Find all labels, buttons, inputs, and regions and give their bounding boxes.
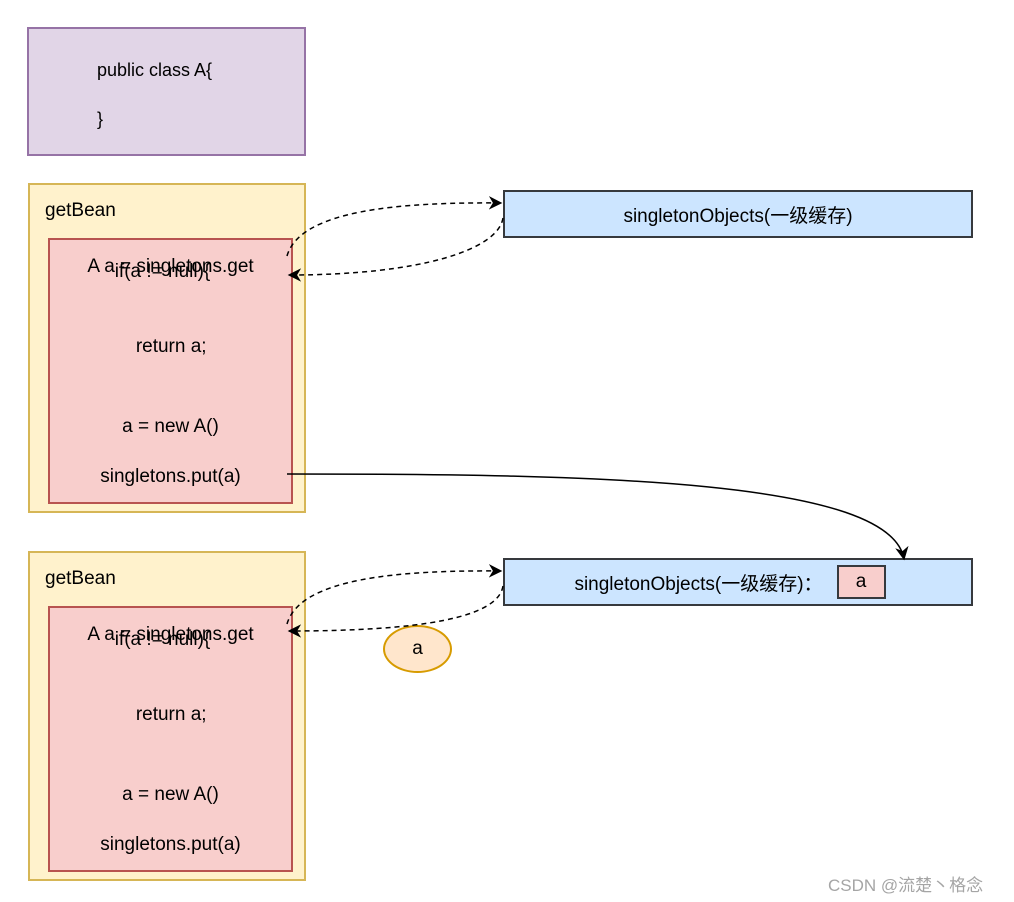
returned-instance-label: a [412,638,423,659]
class-closing-brace: } [97,109,104,129]
step-cache-lookup-text: A a = singletons.get [87,623,254,645]
getbean-container-1: getBean A a = singletons.get if(a != nul… [28,183,306,513]
singleton-cache-populated: singletonObjects(一级缓存)： a [503,558,973,606]
class-definition-box: public class A{ } [27,27,306,156]
cache-label: singletonObjects(一级缓存)： [574,573,823,595]
lookup-response-arrow-1 [287,217,504,282]
step-cache-put: singletons.put(a) [48,452,293,504]
lookup-request-arrow-1 [286,196,503,257]
step-cache-lookup: A a = singletons.get [48,606,293,663]
singleton-cache-empty: singletonObjects(一级缓存) [503,190,973,238]
step-cache-lookup-text: A a = singletons.get [87,255,254,277]
step-instantiate-text: a = new A() [122,783,219,805]
cached-instance: a [836,565,886,599]
null-check-line: return a; [114,335,207,357]
step-cache-put-text: singletons.put(a) [100,466,241,487]
lookup-request-arrow-2 [286,564,503,625]
store-instance-arrow [286,473,909,561]
cache-label: singletonObjects(一级缓存) [623,205,853,227]
null-check-line: return a; [114,703,207,725]
null-check-line: if(a != null){ [114,628,211,650]
class-declaration-line: public class A{ [97,60,213,80]
returned-instance-bubble: a [383,625,452,673]
step-instantiate: a = new A() [48,769,293,822]
step-instantiate-text: a = new A() [122,415,219,437]
getbean-container-2: getBean A a = singletons.get if(a != nul… [28,551,306,881]
step-null-check: if(a != null){ return a; } [48,261,293,432]
getbean-label: getBean [45,200,116,221]
step-cache-lookup: A a = singletons.get [48,238,293,295]
step-cache-put-text: singletons.put(a) [100,834,241,855]
null-check-line: if(a != null){ [114,260,211,282]
step-cache-put: singletons.put(a) [48,820,293,872]
lookup-response-arrow-2 [287,585,504,638]
getbean-label: getBean [45,568,116,589]
watermark: CSDN @流楚丶格念 [828,876,984,895]
